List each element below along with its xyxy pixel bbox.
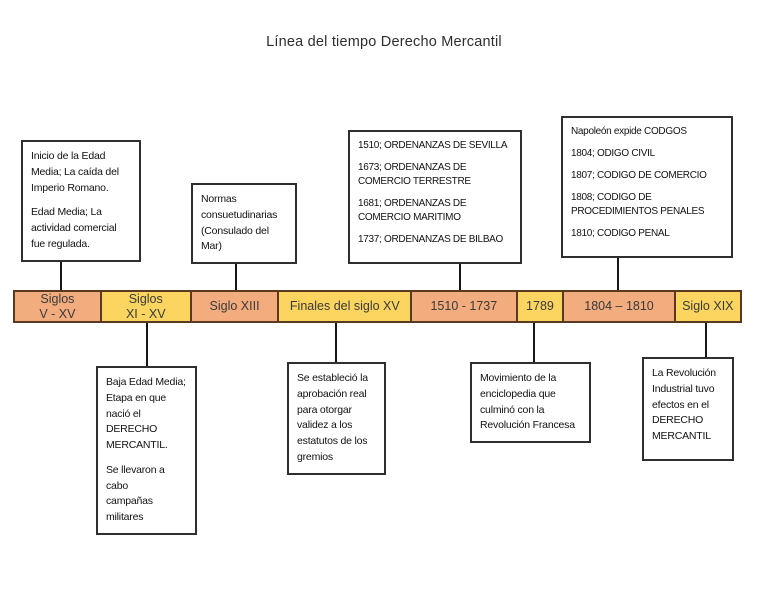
- event-text: Se llevaron a cabo campañas militares: [106, 463, 165, 523]
- timeline-segment-1510-1737: 1510 - 1737: [412, 292, 518, 321]
- page-title: Línea del tiempo Derecho Mercantil: [266, 34, 502, 50]
- connector-enciclopedia: [533, 321, 535, 362]
- timeline-bar: Siglos V - XV Siglos XI - XV Siglo XIII …: [13, 290, 742, 323]
- connector-napoleon: [617, 246, 619, 290]
- event-box-ordenanzas: 1510; ORDENANZAS DE SEVILLA 1673; ORDENA…: [348, 130, 522, 264]
- timeline-segment-siglos-xi-xv: Siglos XI - XV: [101, 292, 192, 321]
- event-text: Normas consuetudinarias (Consulado del M…: [201, 193, 278, 253]
- event-text: 1510; ORDENANZAS DE SEVILLA: [358, 140, 508, 151]
- event-text: 1804; ODIGO CIVIL: [571, 148, 655, 159]
- event-text: 1808; CODIGO DE PROCEDIMIENTOS PENALES: [571, 192, 705, 217]
- timeline-segment-siglos-v-xv: Siglos V - XV: [15, 292, 102, 321]
- connector-baja-edad-media: [146, 321, 148, 366]
- connector-normas: [235, 250, 237, 290]
- event-box-gremios: Se estableció la aprobación real para ot…: [287, 362, 386, 475]
- event-box-enciclopedia: Movimiento de la enciclopedia que culmin…: [470, 362, 591, 443]
- timeline-segment-1804-1810: 1804 – 1810: [564, 292, 676, 321]
- timeline-segment-finales-siglo-xv: Finales del siglo XV: [279, 292, 413, 321]
- timeline-segment-siglo-xix: Siglo XIX: [675, 292, 740, 321]
- event-box-baja-edad-media: Baja Edad Media; Etapa en que nació el D…: [96, 366, 197, 535]
- timeline-segment-siglo-xiii: Siglo XIII: [191, 292, 280, 321]
- connector-gremios: [335, 321, 337, 362]
- event-box-normas: Normas consuetudinarias (Consulado del M…: [191, 183, 297, 264]
- event-text: Se estableció la aprobación real para ot…: [297, 372, 368, 463]
- connector-ordenanzas: [459, 250, 461, 290]
- event-text: 1681; ORDENANZAS DE COMERCIO MARITIMO: [358, 198, 467, 223]
- connector-edad-media: [60, 245, 62, 290]
- event-box-edad-media: Inicio de la Edad Media; La caída del Im…: [21, 140, 141, 262]
- timeline-segment-1789: 1789: [517, 292, 565, 321]
- event-text: Baja Edad Media; Etapa en que nació el D…: [106, 376, 186, 451]
- event-text: Inicio de la Edad Media; La caída del Im…: [31, 150, 119, 194]
- event-text: Edad Media; La actividad comercial fue r…: [31, 206, 117, 250]
- event-text: 1737; ORDENANZAS DE BILBAO: [358, 234, 504, 245]
- event-box-revolucion-industrial: La Revolución Industrial tuvo efectos en…: [642, 357, 734, 461]
- event-text: 1807; CODIGO DE COMERCIO: [571, 170, 707, 181]
- event-text: Napoleón expide CODGOS: [571, 126, 687, 137]
- event-text: 1673; ORDENANZAS DE COMERCIO TERRESTRE: [358, 162, 471, 187]
- event-text: La Revolución Industrial tuvo efectos en…: [652, 367, 716, 442]
- event-text: Movimiento de la enciclopedia que culmin…: [480, 372, 575, 432]
- connector-revolucion-industrial: [705, 321, 707, 357]
- event-box-napoleon: Napoleón expide CODGOS 1804; ODIGO CIVIL…: [561, 116, 733, 258]
- event-text: 1810; CODIGO PENAL: [571, 228, 670, 239]
